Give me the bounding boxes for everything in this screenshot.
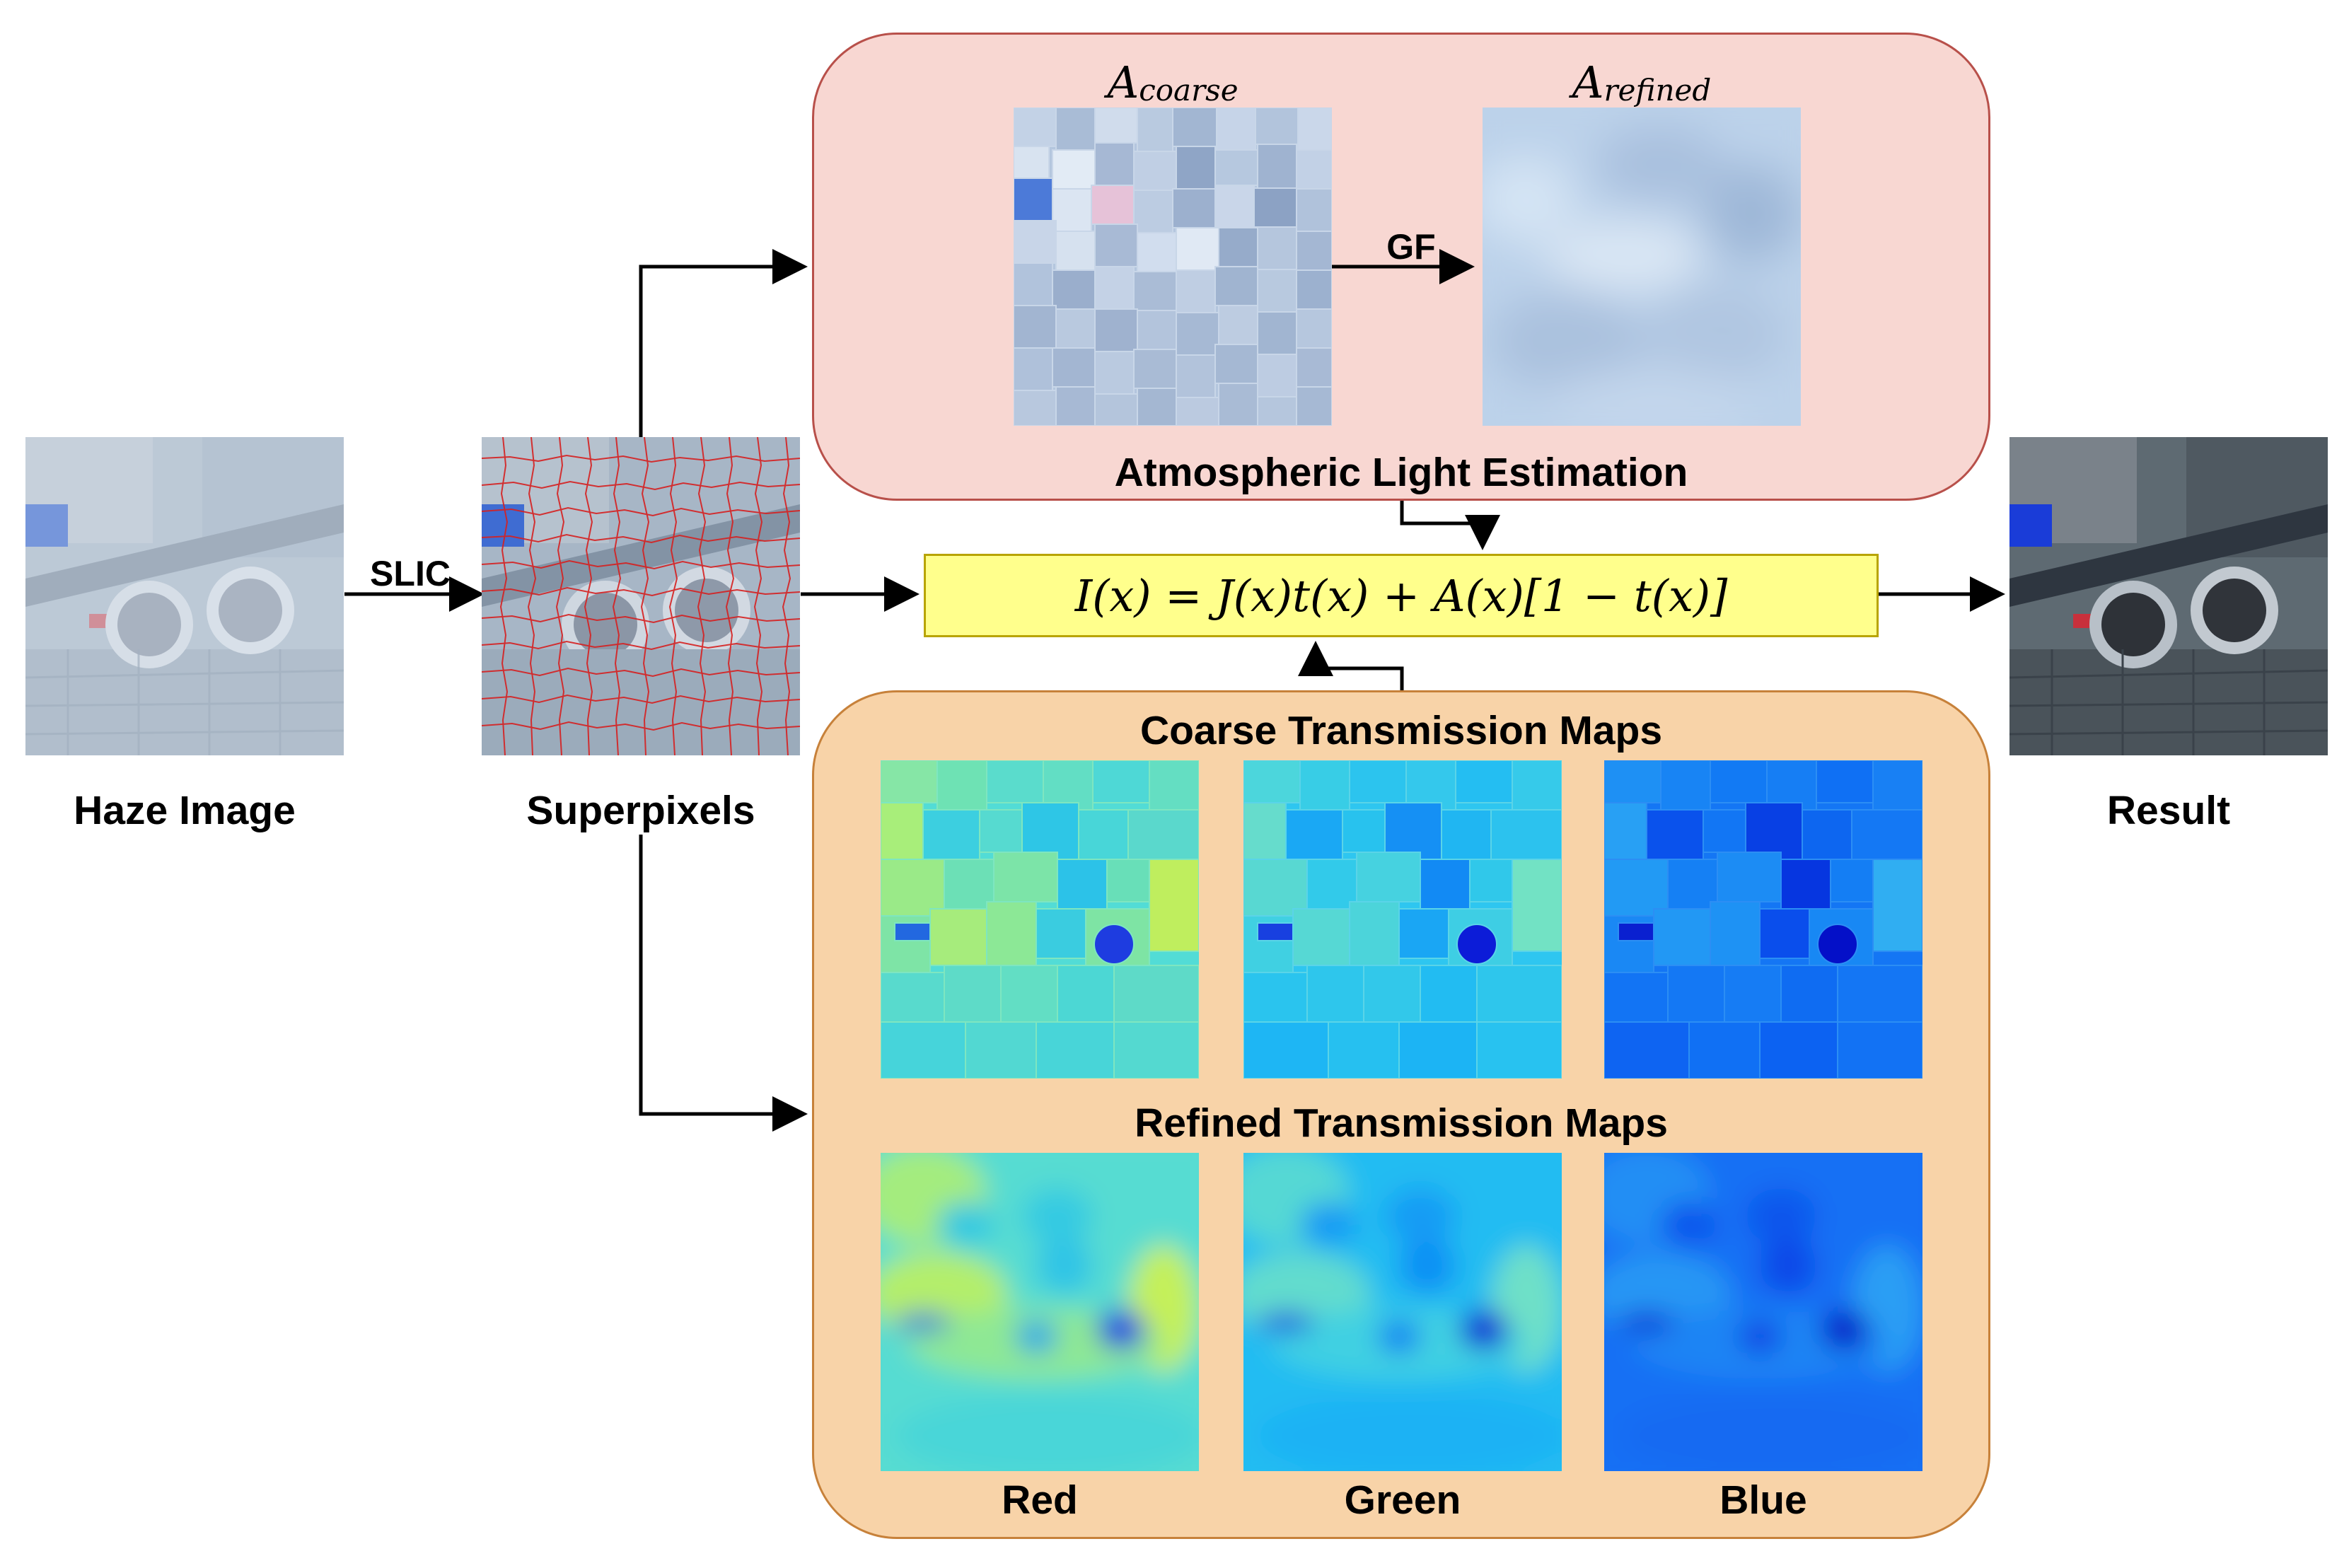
a-refined-image [1483,108,1801,426]
result-image [2009,437,2328,755]
refined-transmission-red [881,1153,1199,1471]
coarse-transmission-title: Coarse Transmission Maps [1139,708,1663,753]
equation-box: I(x) = J(x)t(x) + A(x)[1 − t(x)] [924,554,1879,637]
superpixels-label: Superpixels [526,788,755,833]
coarse-transmission-green [1243,760,1562,1079]
gf-label: GF [1386,227,1436,267]
transmission-to-equation-arrow [1298,641,1404,690]
result-label: Result [2106,788,2231,833]
slic-label: SLIC [370,554,451,593]
haze-image [25,437,344,755]
superpixels-to-transmission-arrow [639,835,808,1132]
a-coarse-image [1014,108,1332,426]
superpixels-to-atmospheric-arrow [639,249,808,437]
atmospheric-light-title: Atmospheric Light Estimation [1114,450,1688,495]
channel-label-red: Red [1002,1477,1078,1523]
refined-transmission-title: Refined Transmission Maps [1135,1100,1668,1146]
superpixels-image [482,437,800,755]
refined-transmission-blue [1604,1153,1922,1471]
scattering-equation: I(x) = J(x)t(x) + A(x)[1 − t(x)] [1074,569,1728,622]
refined-transmission-green [1243,1153,1562,1471]
channel-label-green: Green [1344,1477,1461,1523]
coarse-transmission-red [881,760,1199,1079]
haze-image-label: Haze Image [74,788,296,833]
a-coarse-title: Acoarse [1107,57,1239,108]
a-refined-title: Arefined [1572,57,1712,108]
atmospheric-to-equation-arrow [1400,501,1500,550]
coarse-transmission-blue [1604,760,1922,1079]
channel-label-blue: Blue [1719,1477,1807,1523]
